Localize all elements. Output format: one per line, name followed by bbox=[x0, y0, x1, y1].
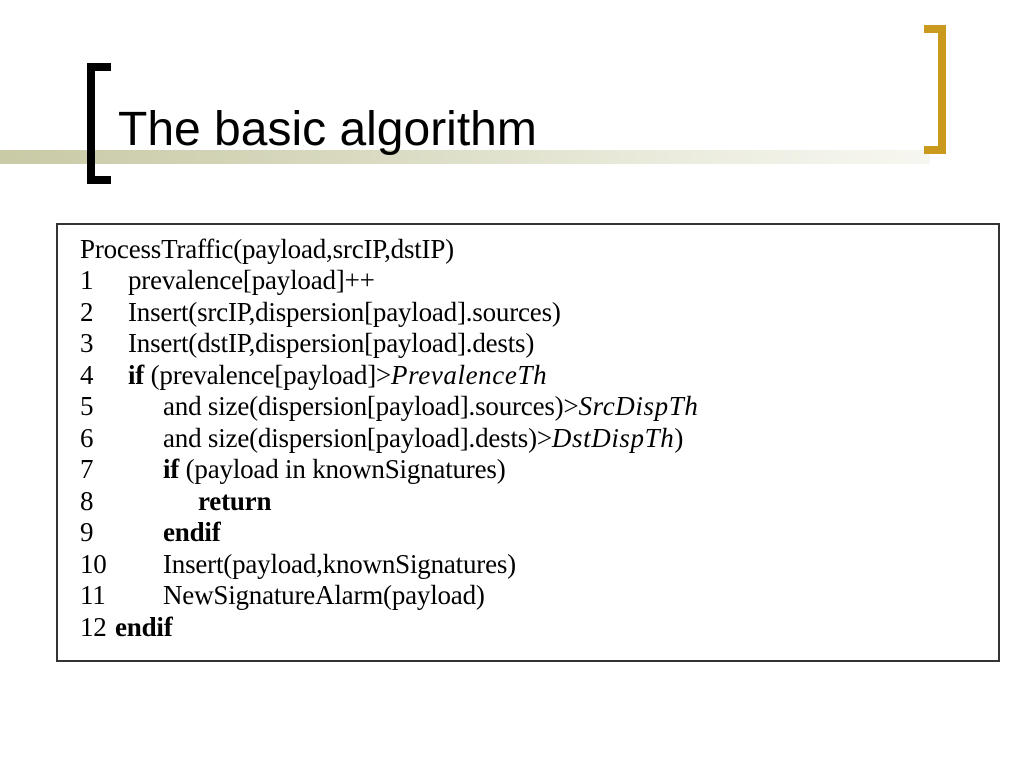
algorithm-line: 2 Insert(srcIP,dispersion[payload].sourc… bbox=[80, 297, 698, 329]
line-text: and size(dispersion[payload].sources)> bbox=[163, 391, 579, 421]
line-number: 7 bbox=[80, 454, 94, 484]
algorithm-header: ProcessTraffic(payload,srcIP,dstIP) bbox=[80, 234, 454, 264]
keyword: endif bbox=[115, 611, 173, 642]
algorithm-line: 10 Insert(payload,knownSignatures) bbox=[80, 549, 698, 581]
line-number: 8 bbox=[80, 485, 94, 516]
line-number: 4 bbox=[80, 359, 94, 390]
line-text: NewSignatureAlarm(payload) bbox=[163, 580, 485, 610]
line-number: 2 bbox=[80, 296, 94, 327]
line-number: 3 bbox=[80, 328, 94, 358]
algorithm-box: ProcessTraffic(payload,srcIP,dstIP) 1 pr… bbox=[56, 223, 1000, 662]
algorithm-line: 1 prevalence[payload]++ bbox=[80, 265, 698, 297]
line-number: 10 bbox=[80, 548, 107, 579]
line-text: (payload in knownSignatures) bbox=[179, 454, 506, 484]
algorithm-line: 5 and size(dispersion[payload].sources)>… bbox=[80, 391, 698, 423]
left-bracket-decoration bbox=[87, 63, 111, 184]
right-bracket-decoration bbox=[924, 25, 946, 154]
line-number: 11 bbox=[80, 580, 106, 610]
math-term: DstDispTh bbox=[551, 422, 675, 453]
line-number: 5 bbox=[80, 391, 94, 421]
algorithm-line: 4 if (prevalence[payload]>PrevalenceTh bbox=[80, 360, 698, 392]
keyword: endif bbox=[163, 517, 221, 547]
line-text: and size(dispersion[payload].dests)> bbox=[163, 422, 552, 453]
line-number: 1 bbox=[80, 265, 94, 295]
algorithm-line: 12 endif bbox=[80, 612, 698, 644]
keyword: return bbox=[198, 485, 272, 516]
line-text: Insert(srcIP,dispersion[payload].sources… bbox=[128, 296, 561, 327]
line-text: Insert(dstIP,dispersion[payload].dests) bbox=[128, 328, 535, 358]
algorithm-line: 9 endif bbox=[80, 517, 698, 549]
algorithm-line: 6 and size(dispersion[payload].dests)>Ds… bbox=[80, 423, 698, 455]
title-underline-bar bbox=[0, 150, 930, 164]
line-text: (prevalence[payload]> bbox=[144, 359, 392, 390]
keyword: if bbox=[128, 359, 145, 390]
slide-title: The basic algorithm bbox=[118, 103, 537, 156]
math-term: SrcDispTh bbox=[578, 391, 699, 421]
algorithm-line: 7 if (payload in knownSignatures) bbox=[80, 454, 698, 486]
math-term: PrevalenceTh bbox=[391, 359, 548, 390]
line-text: Insert(payload,knownSignatures) bbox=[163, 548, 516, 579]
line-tail: ) bbox=[674, 422, 684, 453]
line-number: 9 bbox=[80, 517, 94, 547]
algorithm-line: 3 Insert(dstIP,dispersion[payload].dests… bbox=[80, 328, 698, 360]
line-number: 6 bbox=[80, 422, 94, 453]
line-number: 12 bbox=[80, 611, 107, 642]
algorithm-line: 8 return bbox=[80, 486, 698, 518]
algorithm-line: 11 NewSignatureAlarm(payload) bbox=[80, 580, 698, 612]
line-text: prevalence[payload]++ bbox=[128, 265, 375, 295]
keyword: if bbox=[163, 454, 180, 484]
algorithm-lines: 1 prevalence[payload]++ 2 Insert(srcIP,d… bbox=[80, 265, 698, 643]
